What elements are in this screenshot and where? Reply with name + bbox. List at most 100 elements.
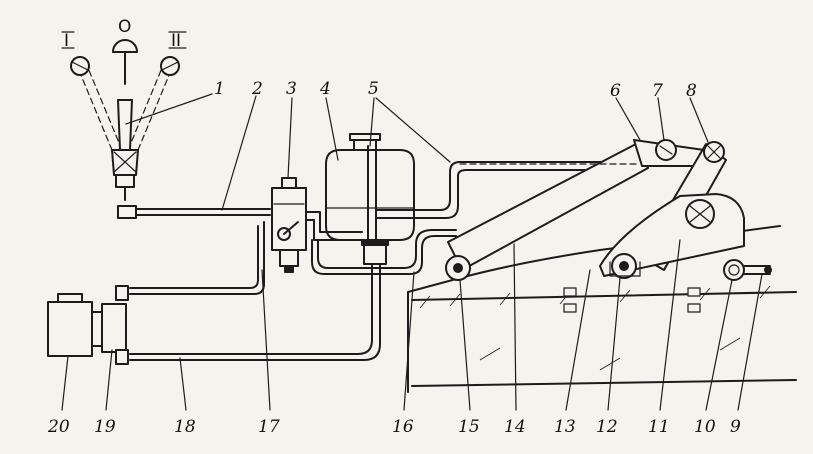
lever-housing-cross-2 [113, 151, 137, 173]
callout-12: 12 [596, 417, 618, 437]
leader-15 [459, 279, 471, 411]
pump-and-motor [47, 285, 129, 365]
lever-position-labels: I O II [61, 17, 187, 51]
valve-bottom-cap [279, 249, 299, 267]
callout-10: 10 [694, 417, 716, 437]
callout-20: 20 [47, 417, 70, 437]
callout-5: 5 [368, 79, 379, 99]
hatch-1 [419, 295, 431, 309]
callout-6: 6 [610, 81, 621, 101]
pipe-16-b [317, 229, 457, 269]
leader-13 [565, 269, 591, 411]
lever-knob-right-mark [161, 61, 179, 71]
pump-body [101, 303, 127, 353]
leader-5b [375, 97, 451, 163]
callout-3: 3 [286, 79, 297, 99]
leader-3 [287, 97, 293, 179]
lever-path-left-2 [87, 67, 123, 151]
position-label-left: I [64, 31, 69, 51]
hatch-8 [479, 347, 501, 361]
leader-6 [615, 97, 641, 141]
lever-shaft [117, 99, 133, 151]
callout-15: 15 [458, 417, 480, 437]
leader-lines [61, 93, 763, 411]
pipe-18-a [129, 263, 373, 355]
lever-knob-center [112, 39, 138, 53]
position-label-right: II [171, 31, 181, 51]
lever-path-right-2 [137, 67, 173, 151]
valve-top-cap [281, 177, 297, 189]
hatch-6 [699, 287, 711, 301]
lever-bracket [117, 205, 137, 219]
leader-10 [705, 279, 733, 411]
callout-16: 16 [392, 417, 414, 437]
position-label-center: O [118, 17, 131, 37]
leader-12 [607, 277, 621, 411]
tank-body [325, 149, 415, 241]
leader-18 [179, 357, 187, 411]
leader-14 [513, 243, 517, 411]
lever-path-left [77, 67, 113, 151]
callout-7: 7 [652, 81, 663, 101]
tank-filler-neck [353, 139, 377, 151]
oil-tank [325, 133, 415, 241]
pipe-18-b [129, 263, 381, 361]
hatch-10 [719, 337, 741, 351]
bolt-plate-4 [687, 303, 701, 313]
truck-frame [407, 225, 797, 393]
hydraulic-lines [129, 145, 641, 361]
callout-18: 18 [174, 417, 196, 437]
cylinder-base-pin-center [453, 263, 463, 273]
leader-9 [737, 273, 763, 411]
leader-5a [369, 97, 375, 147]
callout-11: 11 [648, 417, 670, 437]
pump-port-top [115, 285, 129, 301]
pivot-12-bracket [609, 261, 641, 277]
coupling [91, 311, 103, 347]
hatch-5 [619, 289, 631, 303]
control-rod [135, 208, 271, 216]
pipe-17-b [129, 225, 259, 289]
frame-flange-top [411, 291, 797, 301]
leader-4 [325, 97, 339, 161]
leader-17 [261, 269, 271, 411]
pipe-16-a [311, 235, 457, 275]
callout-14: 14 [504, 417, 526, 437]
pump-port-bottom [115, 349, 129, 365]
leader-20 [61, 355, 69, 411]
pipe-valve-tank-b [305, 219, 363, 241]
bracket-pin-cross-b [689, 205, 711, 223]
hydraulic-cylinder [445, 143, 649, 281]
motor-top [57, 293, 83, 303]
leader-16 [403, 271, 415, 411]
hatch-3 [499, 292, 511, 306]
callout-17: 17 [258, 417, 280, 437]
lever-path-right [127, 67, 163, 151]
lock-pin-10 [723, 259, 745, 281]
leader-7 [657, 97, 665, 141]
pipe-to-cylinder-top-b [375, 169, 641, 219]
leader-19 [105, 349, 113, 411]
lever-knob-left-mark [71, 61, 89, 71]
motor-body [47, 301, 93, 357]
hatch-9 [599, 357, 621, 371]
callout-4: 4 [319, 79, 331, 99]
callout-numbers: 1 2 3 4 5 6 7 8 9 10 11 12 13 14 15 16 1… [47, 79, 741, 437]
bolt-plate-2 [563, 303, 577, 313]
tank-filler-cap [349, 133, 381, 141]
tipping-linkage [599, 139, 772, 281]
leader-1 [125, 93, 213, 125]
pipe-17-a [129, 221, 265, 295]
lever-base [115, 174, 135, 188]
filter-body [363, 243, 387, 265]
lock-handle-9-end [764, 266, 772, 274]
callout-1: 1 [214, 79, 225, 99]
leader-11 [659, 239, 681, 411]
callout-8: 8 [686, 81, 697, 101]
frame-flange-bottom [411, 379, 797, 387]
control-lever-assembly [70, 39, 180, 219]
hatch-2 [449, 293, 461, 307]
callout-9: 9 [730, 417, 741, 437]
bolt-plate-3 [687, 287, 701, 297]
pipe-to-cylinder-top-a [375, 161, 641, 211]
